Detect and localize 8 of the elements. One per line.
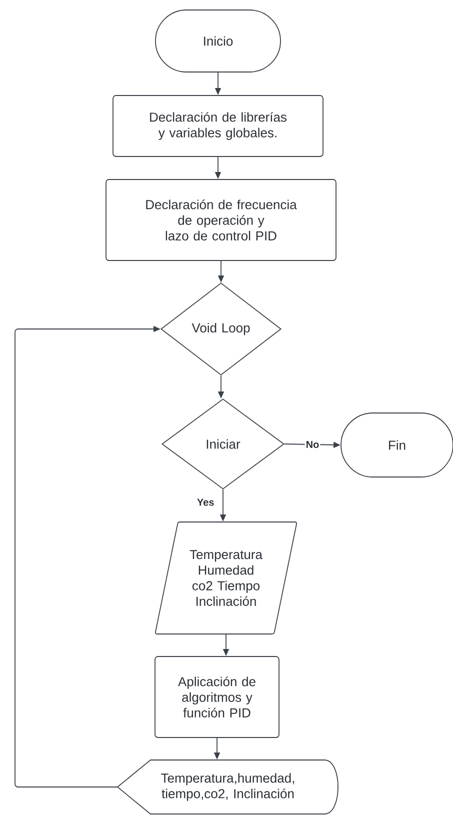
process-box: Declaración de librerías y variables globales. xyxy=(112,95,324,157)
process-box: Declaración de frecuencia de operación y lazo de control PID xyxy=(106,179,336,261)
edge-label: Yes xyxy=(197,498,214,506)
edge-label: No xyxy=(304,440,320,449)
input-parallelogram: Temperatura Humedad co2 Tiempo Inclinación xyxy=(154,522,298,634)
end-terminal: Fin xyxy=(340,412,453,478)
process-box: Aplicación de algoritmos y función PID xyxy=(154,656,280,738)
start-terminal: Inicio xyxy=(155,10,281,72)
